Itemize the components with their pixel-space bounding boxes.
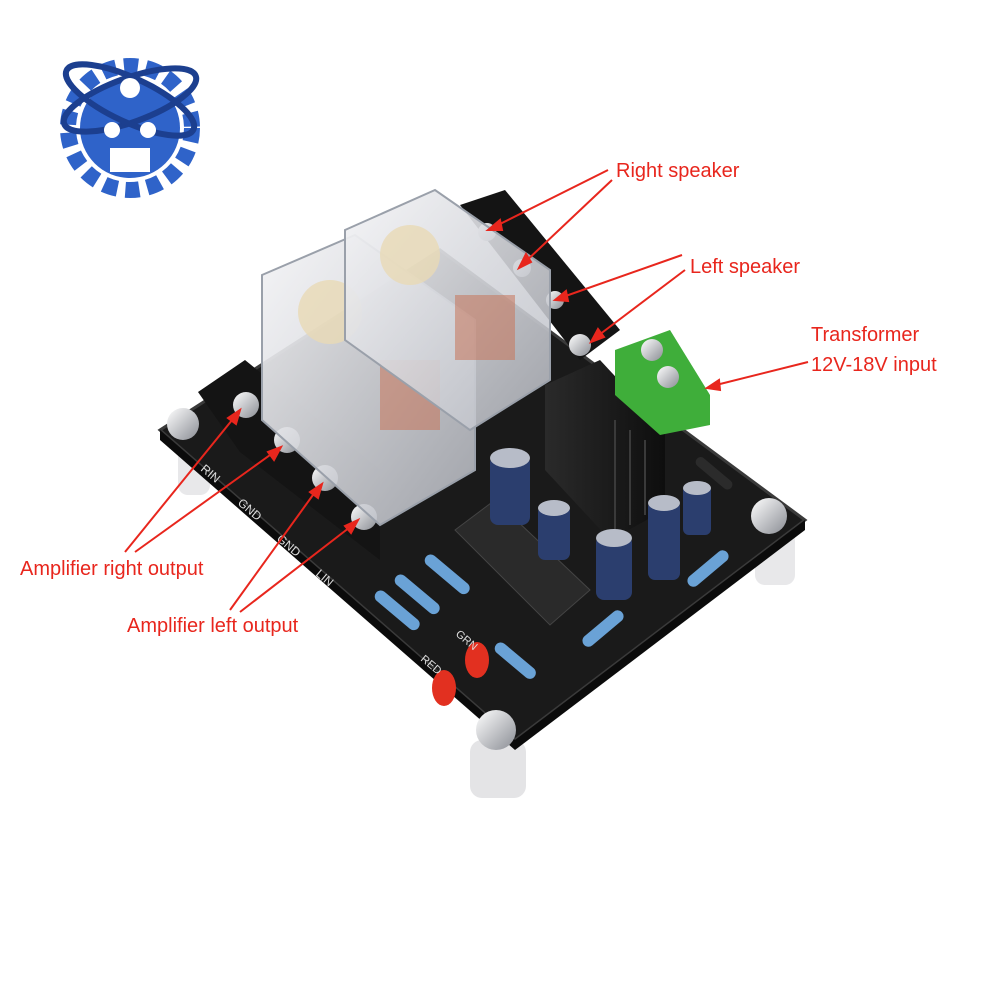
brand-logo	[60, 58, 200, 198]
relay-right	[344, 188, 551, 432]
left-speaker-label: Left speaker	[690, 256, 801, 278]
mounting-screws	[167, 408, 787, 750]
pcb-edge-right	[515, 520, 805, 750]
ic-chip	[454, 499, 591, 626]
transformer-label: Transformer	[811, 324, 920, 346]
pcb-edge	[160, 430, 515, 750]
amplifier-left-output-label: Amplifier left output	[127, 615, 299, 637]
transformer-voltage-label: 12V-18V input	[811, 354, 937, 376]
resistors	[374, 457, 733, 679]
transformer-input-terminal	[615, 330, 710, 435]
status-leds	[432, 642, 489, 706]
amplifier-right-output-label: Amplifier right output	[20, 558, 204, 580]
electrolytic-capacitors	[490, 448, 711, 600]
annotation-arrows	[124, 169, 809, 613]
right-speaker-label: Right speaker	[616, 160, 740, 182]
